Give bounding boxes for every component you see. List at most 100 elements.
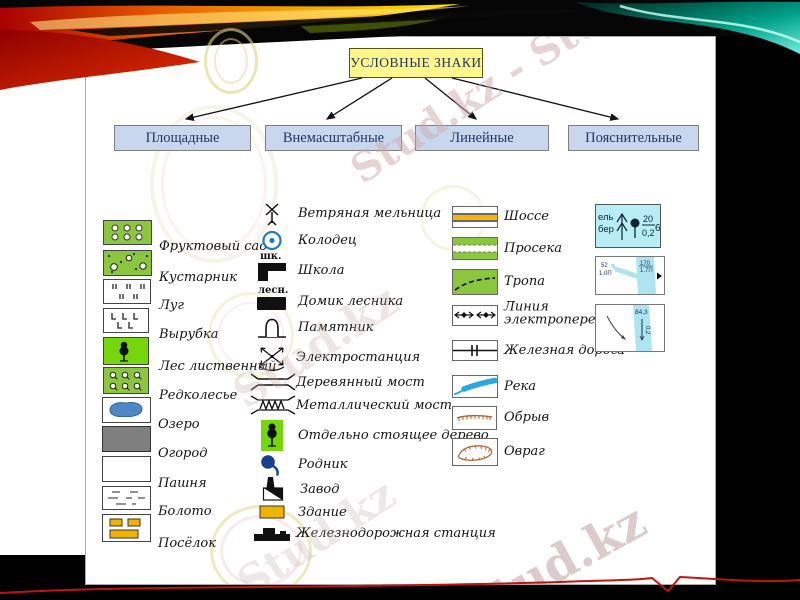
legend-label: Просека [504,240,562,256]
arable-land-icon [102,456,151,482]
legend-label: Болото [158,504,212,519]
legend-item-ravine: Овраг [452,438,545,466]
legend-item-lake: Озеро [102,397,200,431]
legend-label: Река [504,378,536,394]
river-flow-map-icon: 84,3 0,2 [595,304,665,352]
clearing-icon [103,308,149,333]
svg-text:0,2: 0,2 [642,228,655,238]
railway-station-icon [254,528,290,541]
legend-item-swamp: Болото [102,486,212,518]
content-panel: Stud.kz - Stud.kz Stud.kz Stud.kz Stud.k… [85,36,716,585]
svg-text:1.7П: 1.7П [640,268,653,274]
legend-item-power-station: Электростанция [250,342,420,373]
legend-item-orchard: Фруктовый сад [103,220,268,253]
legend-label: Огород [158,446,208,461]
settlement-icon [102,514,151,542]
well-icon [262,230,282,251]
power-station-icon [259,347,285,372]
legend-label: Памятник [298,319,374,335]
legend-label: Отдельно стоящее дерево [298,427,489,443]
legend-label: Вырубка [159,327,219,342]
railway-icon [452,340,498,361]
legend-item-school: шк. Школа [252,251,402,285]
svg-text:20: 20 [643,214,653,224]
legend-item-cutting: Просека [452,237,562,260]
legend-label: Лес лиственный [159,359,277,374]
legend-label: Домик лесника [298,294,404,310]
legend-label: Фруктовый сад [159,239,268,254]
flowchart-arrows [184,77,620,122]
legend-item-well: Колодец [252,229,357,252]
legend-item-wooden-bridge: Деревянный мост [250,373,425,392]
meadow-icon [103,279,151,304]
legend-label: Луг [159,298,184,313]
map-fragment-river-junction: 52 1.0П 170 1.7П [595,256,665,300]
legend-label: Озеро [158,417,200,432]
legend-item-windmill: Ветряная мельница [252,202,441,226]
wooden-bridge-icon [250,373,296,391]
legend-label: Железнодорожная станция [296,525,496,541]
svg-text:6: 6 [655,223,661,234]
shrub-icon [103,250,152,276]
svg-text:52: 52 [601,263,608,269]
ravine-icon [452,438,498,466]
legend-label: Здание [298,504,347,520]
svg-text:бер: бер [598,224,614,235]
legend-item-arable: Пашня [102,456,207,490]
legend-label: Железная дорога [504,342,625,358]
legend-item-river: Река [452,375,536,398]
windmill-icon [265,203,279,226]
forest-cutting-icon [452,237,498,260]
legend-item-cliff: Обрыв [452,406,549,430]
school-icon [258,263,286,281]
cliff-icon [452,406,497,430]
legend-label: Посёлок [158,536,217,551]
category-lineynye: Линейные [415,125,549,151]
legend-item-lone-tree: Отдельно стоящее дерево [252,419,489,452]
legend-item-deciduous-forest: Лес лиственный [103,337,277,373]
category-poyasnitelnye: Пояснительные [568,125,699,151]
map-fragment-forest-plot: ель бер 20 0,2 6 [595,204,661,253]
forester-house-icon [257,297,286,310]
legend-label: Металлический мост [296,397,452,413]
spring-icon [261,455,279,476]
footpath-icon [452,269,498,295]
forest-plot-map-icon: ель бер 20 0,2 6 [595,204,661,248]
legend-label: Обрыв [504,410,550,426]
building-icon [259,505,285,519]
sparse-woodland-icon [103,367,149,394]
garden-icon [102,426,151,452]
svg-text:ель: ель [598,212,614,223]
legend-item-path: Тропа [452,269,545,295]
legend-item-monument: Памятник [252,315,374,340]
legend-item-power-line: Линия электропередачи [452,300,628,327]
legend-item-railway: Железная дорога [452,340,625,361]
legend-label: Овраг [504,444,545,460]
legend-label: Кустарник [159,270,237,285]
deciduous-forest-icon [103,337,149,365]
legend-label: Ветряная мельница [298,206,442,222]
legend-label: Пашня [158,476,207,491]
legend-item-building: Здание [252,504,347,521]
highway-icon [452,206,498,228]
orchard-icon [103,220,152,245]
power-line-icon [452,305,498,326]
legend-label: Колодец [298,232,357,248]
legend-item-factory: Завод [254,476,339,503]
monument-icon [258,318,286,338]
legend-label: Электростанция [296,349,421,365]
legend-item-sparse-woodland: Редколесье [103,367,237,402]
legend-item-metal-bridge: Металлический мост [250,395,452,416]
lone-tree-icon [261,420,283,451]
chart-title: УСЛОВНЫЕ ЗНАКИ [350,55,482,70]
legend-label: Шоссе [504,209,549,225]
legend-item-spring: Родник [252,453,348,476]
legend-item-settlement: Посёлок [102,514,216,550]
legend-item-clearing: Вырубка [103,308,218,341]
legend-label: Редколесье [159,388,238,403]
school-abbrev: шк. [260,251,282,262]
svg-text:84,3: 84,3 [635,309,648,316]
map-fragment-river-flow: 84,3 0,2 [595,304,665,357]
svg-text:170: 170 [640,261,651,267]
category-ploshchadnye: Площадные [114,125,251,151]
